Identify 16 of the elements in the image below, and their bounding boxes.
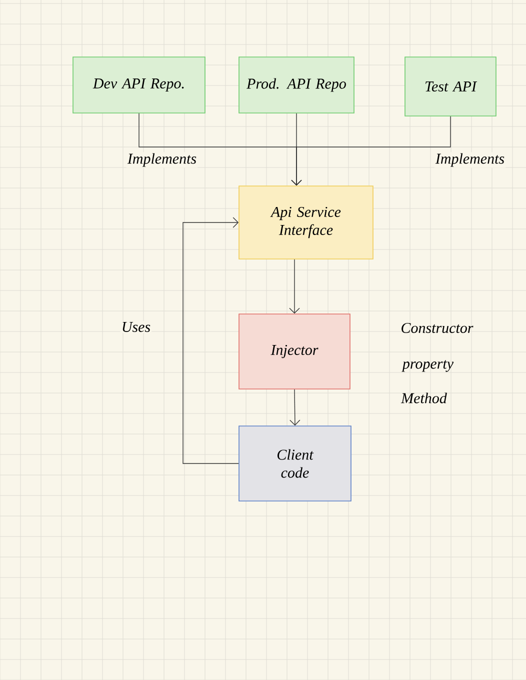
process-box: Api Service Interface xyxy=(238,186,374,260)
arrow xyxy=(289,259,300,314)
arrow xyxy=(182,217,239,464)
arrow xyxy=(290,389,300,426)
process-box: Client code xyxy=(238,426,352,502)
arrow xyxy=(291,116,451,186)
edge-label: Uses xyxy=(120,321,152,333)
edge-label: Implements xyxy=(126,152,198,168)
note-text: property xyxy=(402,360,454,372)
edge-label: Implements xyxy=(434,152,506,168)
process-box: Test API xyxy=(404,56,496,116)
process-box: Dev API Repo. xyxy=(72,56,206,114)
process-box: Injector xyxy=(238,314,350,390)
process-box: Prod. API Repo xyxy=(238,56,354,114)
note-text: Constructor xyxy=(402,322,474,334)
note-text: Method xyxy=(400,392,447,404)
